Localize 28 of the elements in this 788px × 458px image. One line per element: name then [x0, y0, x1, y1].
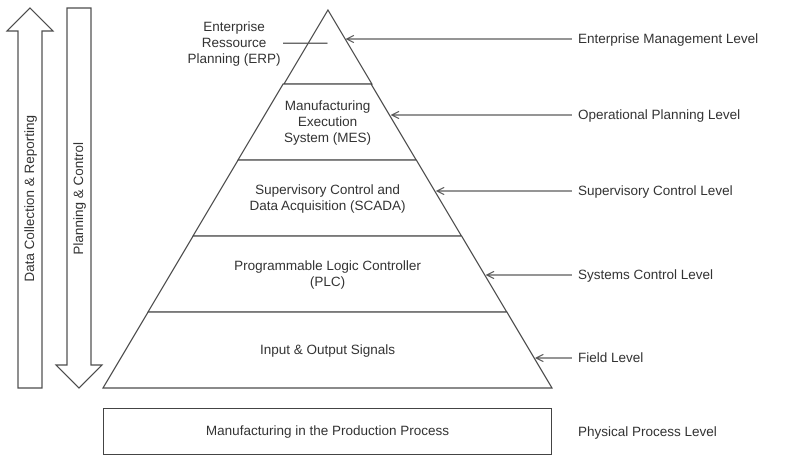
level-label: Supervisory Control Level [578, 182, 733, 200]
leader-line [283, 42, 328, 44]
layer-label: Enterprise Ressource Planning (ERP) [180, 19, 288, 68]
layer-label: Manufacturing Execution System (MES) [282, 98, 372, 146]
arrow-label: Planning & Control [70, 142, 87, 254]
down-arrow-shape [55, 7, 103, 389]
pyramid-layer [284, 10, 372, 84]
process-box [103, 408, 552, 455]
arrow [486, 270, 572, 280]
up-arrow-shape [6, 7, 54, 389]
pyramid-layer [103, 312, 552, 388]
layer-label: Supervisory Control and Data Acquisition (SCADA) [248, 182, 407, 214]
arrow [346, 34, 572, 44]
level-label: Operational Planning Level [578, 106, 740, 124]
layer-label: Input & Output Signals [258, 342, 396, 358]
arrow [536, 354, 572, 362]
arrow [391, 110, 572, 120]
level-label: Physical Process Level [578, 422, 717, 440]
arrow-label: Data Collection & Reporting [22, 114, 38, 282]
pyramid-layer [238, 84, 417, 160]
level-label: Enterprise Management Level [578, 30, 758, 48]
pyramid-layer [193, 160, 462, 236]
level-label: Systems Control Level [578, 266, 714, 284]
arrow [436, 186, 572, 196]
layer-label: Manufacturing in the Production Process [206, 423, 450, 440]
layer-label: Programmable Logic Controller (PLC) [233, 258, 422, 290]
level-label: Field Level [578, 349, 644, 367]
pyramid-layer [148, 236, 507, 312]
